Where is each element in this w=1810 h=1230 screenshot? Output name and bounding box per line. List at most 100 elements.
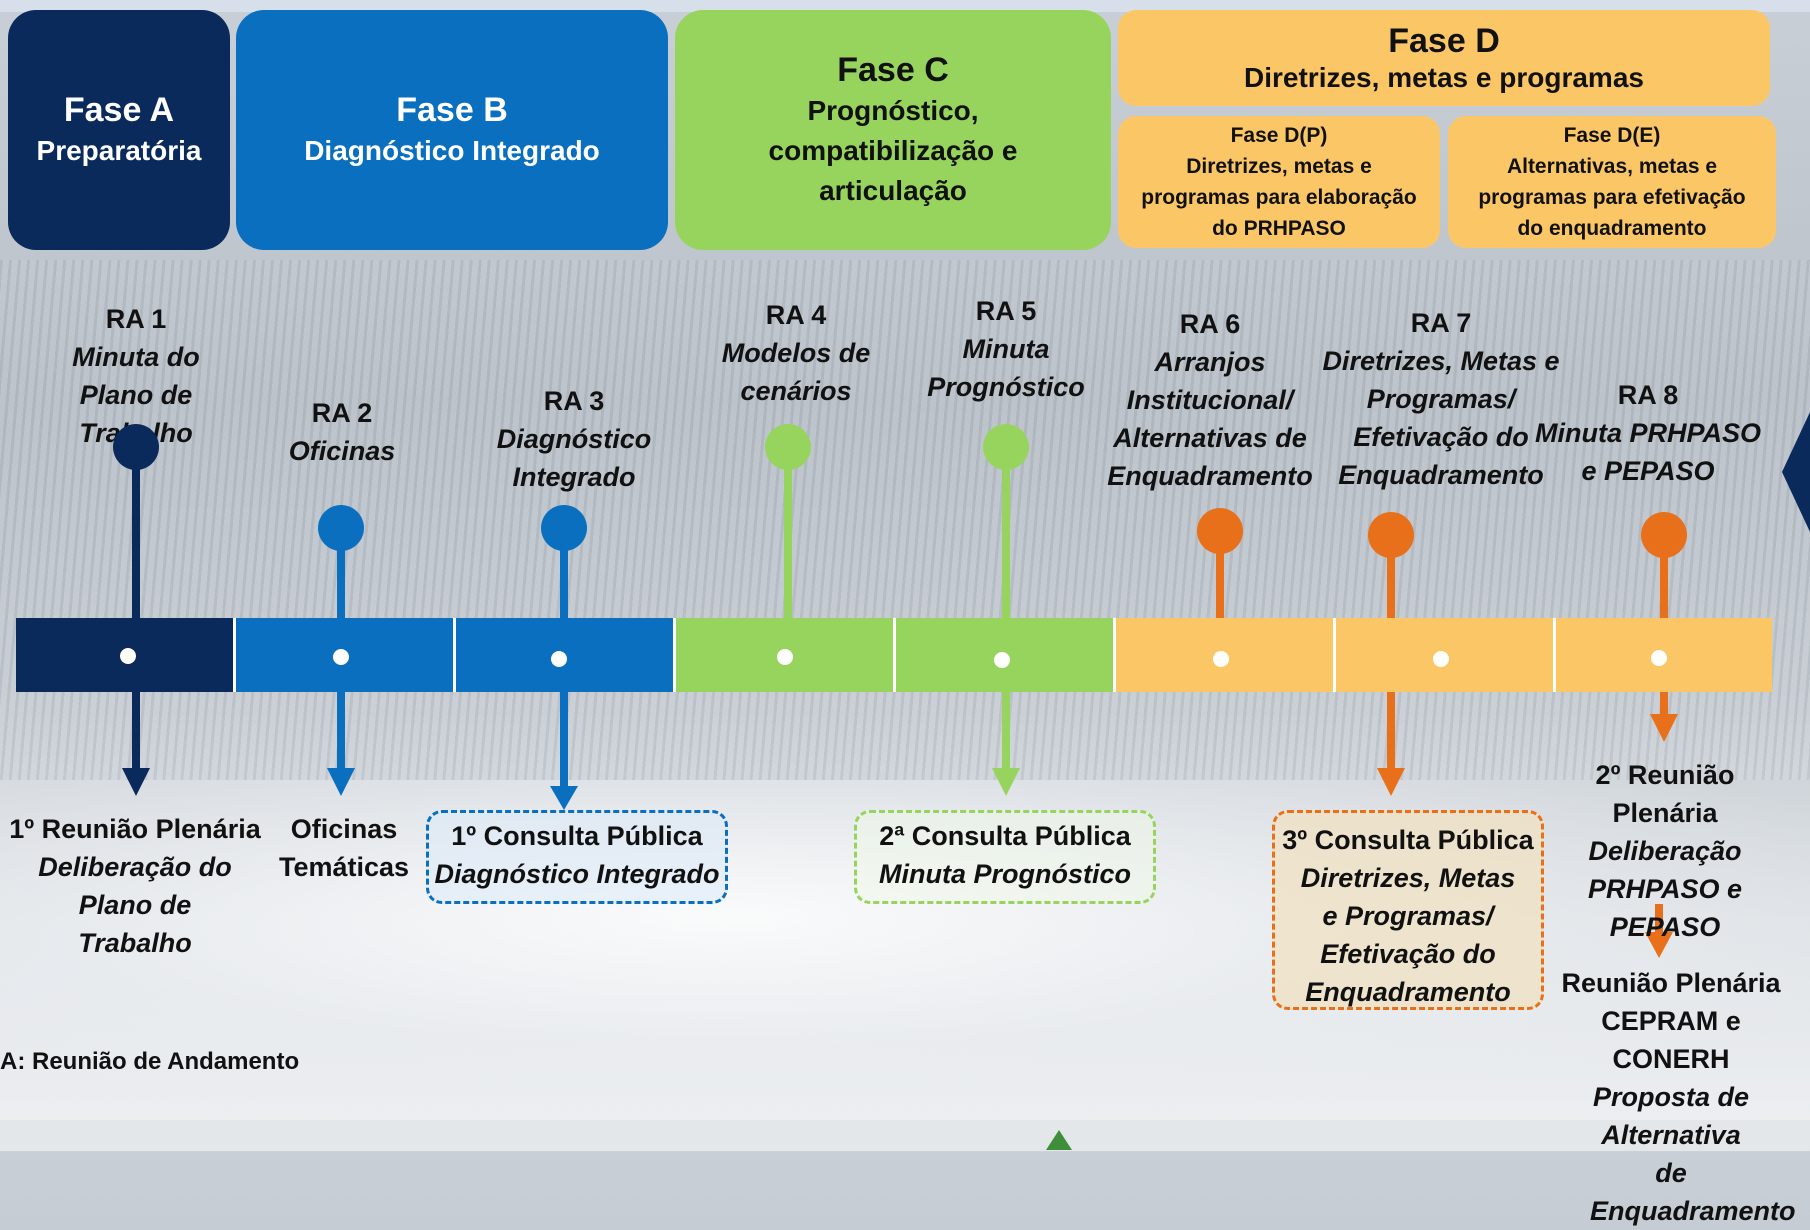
- ra4-pin: [765, 424, 811, 470]
- arrow-down-icon: [1377, 768, 1405, 796]
- milestone-ra5: RA 5 Minuta Prognóstico: [918, 292, 1094, 406]
- ra6-pin: [1197, 508, 1243, 554]
- event-plenaria3: Reunião Plenária CEPRAM e CONERH Propost…: [1540, 964, 1802, 1230]
- phase-b-box: Fase B Diagnóstico Integrado: [236, 10, 668, 250]
- event-plenaria3-subtitle: CEPRAM e CONERH: [1601, 1006, 1741, 1074]
- event-consulta3-desc: Diretrizes, Metas e Programas/ Efetivaçã…: [1300, 863, 1516, 1007]
- event-plenaria2-desc: Deliberação PRHPASO e PEPASO: [1587, 836, 1743, 942]
- event-plenaria1-desc: Deliberação do Plano de Trabalho: [38, 852, 232, 958]
- ra3-pin: [541, 505, 587, 551]
- top-strip: [0, 0, 1810, 12]
- phase-de-subtitle: Alternativas, metas e programas para efe…: [1478, 155, 1746, 240]
- event-plenaria1: 1º Reunião Plenária Deliberação do Plano…: [0, 810, 270, 962]
- milestone-ra2-desc: Oficinas: [288, 436, 396, 466]
- event-consulta2-desc: Minuta Prognóstico: [879, 859, 1131, 889]
- ra4-stem: [784, 446, 792, 618]
- milestone-ra3: RA 3 Diagnóstico Integrado: [480, 382, 668, 496]
- milestone-ra8-id: RA 8: [1617, 380, 1679, 410]
- ra7-pin: [1368, 512, 1414, 558]
- phase-b-title: Fase B: [396, 91, 508, 129]
- event-oficinas: Oficinas Temáticas: [272, 810, 416, 886]
- milestone-ra4-desc: Modelos de cenários: [721, 338, 871, 406]
- event-plenaria3-title: Reunião Plenária: [1561, 968, 1781, 998]
- timeline-dot: [1651, 650, 1667, 666]
- event-plenaria2: 2º Reunião Plenária Deliberação PRHPASO …: [1540, 756, 1790, 946]
- arrow-down-plenaria3: [1655, 904, 1663, 934]
- arrow-down-plenaria2: [1660, 692, 1668, 714]
- timeline-dot: [777, 649, 793, 665]
- phase-b-subtitle: Diagnóstico Integrado: [304, 135, 600, 166]
- phase-a-title: Fase A: [63, 91, 175, 129]
- ra5-stem: [1002, 446, 1010, 618]
- arrow-down-consulta1: [560, 692, 568, 788]
- arrow-down-icon: [1645, 932, 1673, 958]
- milestone-ra5-id: RA 5: [975, 296, 1037, 326]
- milestone-ra8: RA 8 Minuta PRHPASO e PEPASO: [1530, 376, 1766, 490]
- ra1-pin: [113, 424, 159, 470]
- phase-dp-title: Fase D(P): [1230, 124, 1328, 147]
- milestone-ra6-desc: Arranjos Institucional/ Alternativas de …: [1107, 347, 1313, 491]
- timeline-dot: [1433, 651, 1449, 667]
- milestone-ra2-id: RA 2: [311, 398, 373, 428]
- milestone-ra1-id: RA 1: [105, 304, 167, 334]
- phase-c-box: Fase C Prognóstico, compatibilização e a…: [675, 10, 1111, 250]
- phase-d-title: Fase D: [1388, 22, 1500, 60]
- next-arrow-icon: [1782, 412, 1810, 532]
- ra6-stem: [1216, 530, 1224, 618]
- timeline-dot: [120, 648, 136, 664]
- event-consulta2-title: 2ª Consulta Pública: [879, 821, 1131, 851]
- ra7-stem: [1387, 534, 1395, 618]
- arrow-down-consulta3: [1387, 692, 1395, 768]
- event-oficinas-title: Oficinas Temáticas: [278, 814, 410, 882]
- phase-de-title: Fase D(E): [1563, 124, 1661, 147]
- ra8-pin: [1641, 512, 1687, 558]
- event-consulta3: 3º Consulta Pública Diretrizes, Metas e …: [1272, 810, 1544, 1010]
- background-vegetation: [0, 260, 1810, 780]
- phase-c-title: Fase C: [837, 51, 949, 89]
- phase-de-box: Fase D(E) Alternativas, metas e programa…: [1448, 116, 1776, 248]
- timeline-dot: [333, 649, 349, 665]
- ra2-stem: [337, 527, 345, 618]
- event-plenaria2-title: 2º Reunião Plenária: [1595, 760, 1735, 828]
- timeline-dot: [994, 652, 1010, 668]
- milestone-ra5-desc: Minuta Prognóstico: [927, 334, 1085, 402]
- ra8-stem: [1660, 534, 1668, 618]
- milestone-ra7-id: RA 7: [1410, 308, 1472, 338]
- ra5-pin: [983, 424, 1029, 470]
- event-plenaria3-desc: Proposta de Alternativa de Enquadramento: [1590, 1082, 1796, 1226]
- phase-dp-subtitle: Diretrizes, metas e programas para elabo…: [1141, 155, 1417, 240]
- milestone-ra7-desc: Diretrizes, Metas e Programas/ Efetivaçã…: [1322, 346, 1560, 490]
- ra3-stem: [560, 527, 568, 618]
- arrow-down-icon: [1650, 714, 1678, 742]
- phase-d-subtitle: Diretrizes, metas e programas: [1244, 62, 1644, 93]
- timeline-dot: [551, 651, 567, 667]
- legend-text: A: Reunião de Andamento: [0, 1048, 300, 1075]
- milestone-ra4-id: RA 4: [765, 300, 827, 330]
- event-consulta1: 1º Consulta Pública Diagnóstico Integrad…: [426, 810, 728, 904]
- arrow-down-icon: [327, 768, 355, 796]
- event-consulta1-title: 1º Consulta Pública: [451, 821, 703, 851]
- milestone-ra8-desc: Minuta PRHPASO e PEPASO: [1534, 418, 1761, 486]
- milestone-ra6: RA 6 Arranjos Institucional/ Alternativa…: [1104, 305, 1316, 495]
- ra2-pin: [318, 505, 364, 551]
- timeline-dot: [1213, 651, 1229, 667]
- bottom-strip: [0, 1120, 1810, 1151]
- event-consulta3-title: 3º Consulta Pública: [1282, 825, 1534, 855]
- phase-a-box: Fase A Preparatória: [8, 10, 230, 250]
- event-plenaria1-title: 1º Reunião Plenária: [9, 814, 261, 844]
- arrow-down-icon: [992, 768, 1020, 796]
- arrow-down-consulta2: [1002, 692, 1010, 768]
- phase-dp-box: Fase D(P) Diretrizes, metas e programas …: [1118, 116, 1440, 248]
- arrow-down-plenaria1: [132, 692, 140, 768]
- phase-a-subtitle: Preparatória: [36, 135, 202, 166]
- arrow-down-oficinas: [337, 692, 345, 768]
- logo-icon: [1046, 1130, 1072, 1150]
- event-consulta2: 2ª Consulta Pública Minuta Prognóstico: [854, 810, 1156, 904]
- ra1-stem: [132, 446, 140, 618]
- phase-d-box: Fase D Diretrizes, metas e programas: [1118, 10, 1770, 106]
- arrow-down-icon: [122, 768, 150, 796]
- milestone-ra2: RA 2 Oficinas: [262, 394, 422, 470]
- milestone-ra3-id: RA 3: [543, 386, 605, 416]
- arrow-down-icon: [550, 786, 578, 810]
- event-consulta1-desc: Diagnóstico Integrado: [434, 859, 720, 889]
